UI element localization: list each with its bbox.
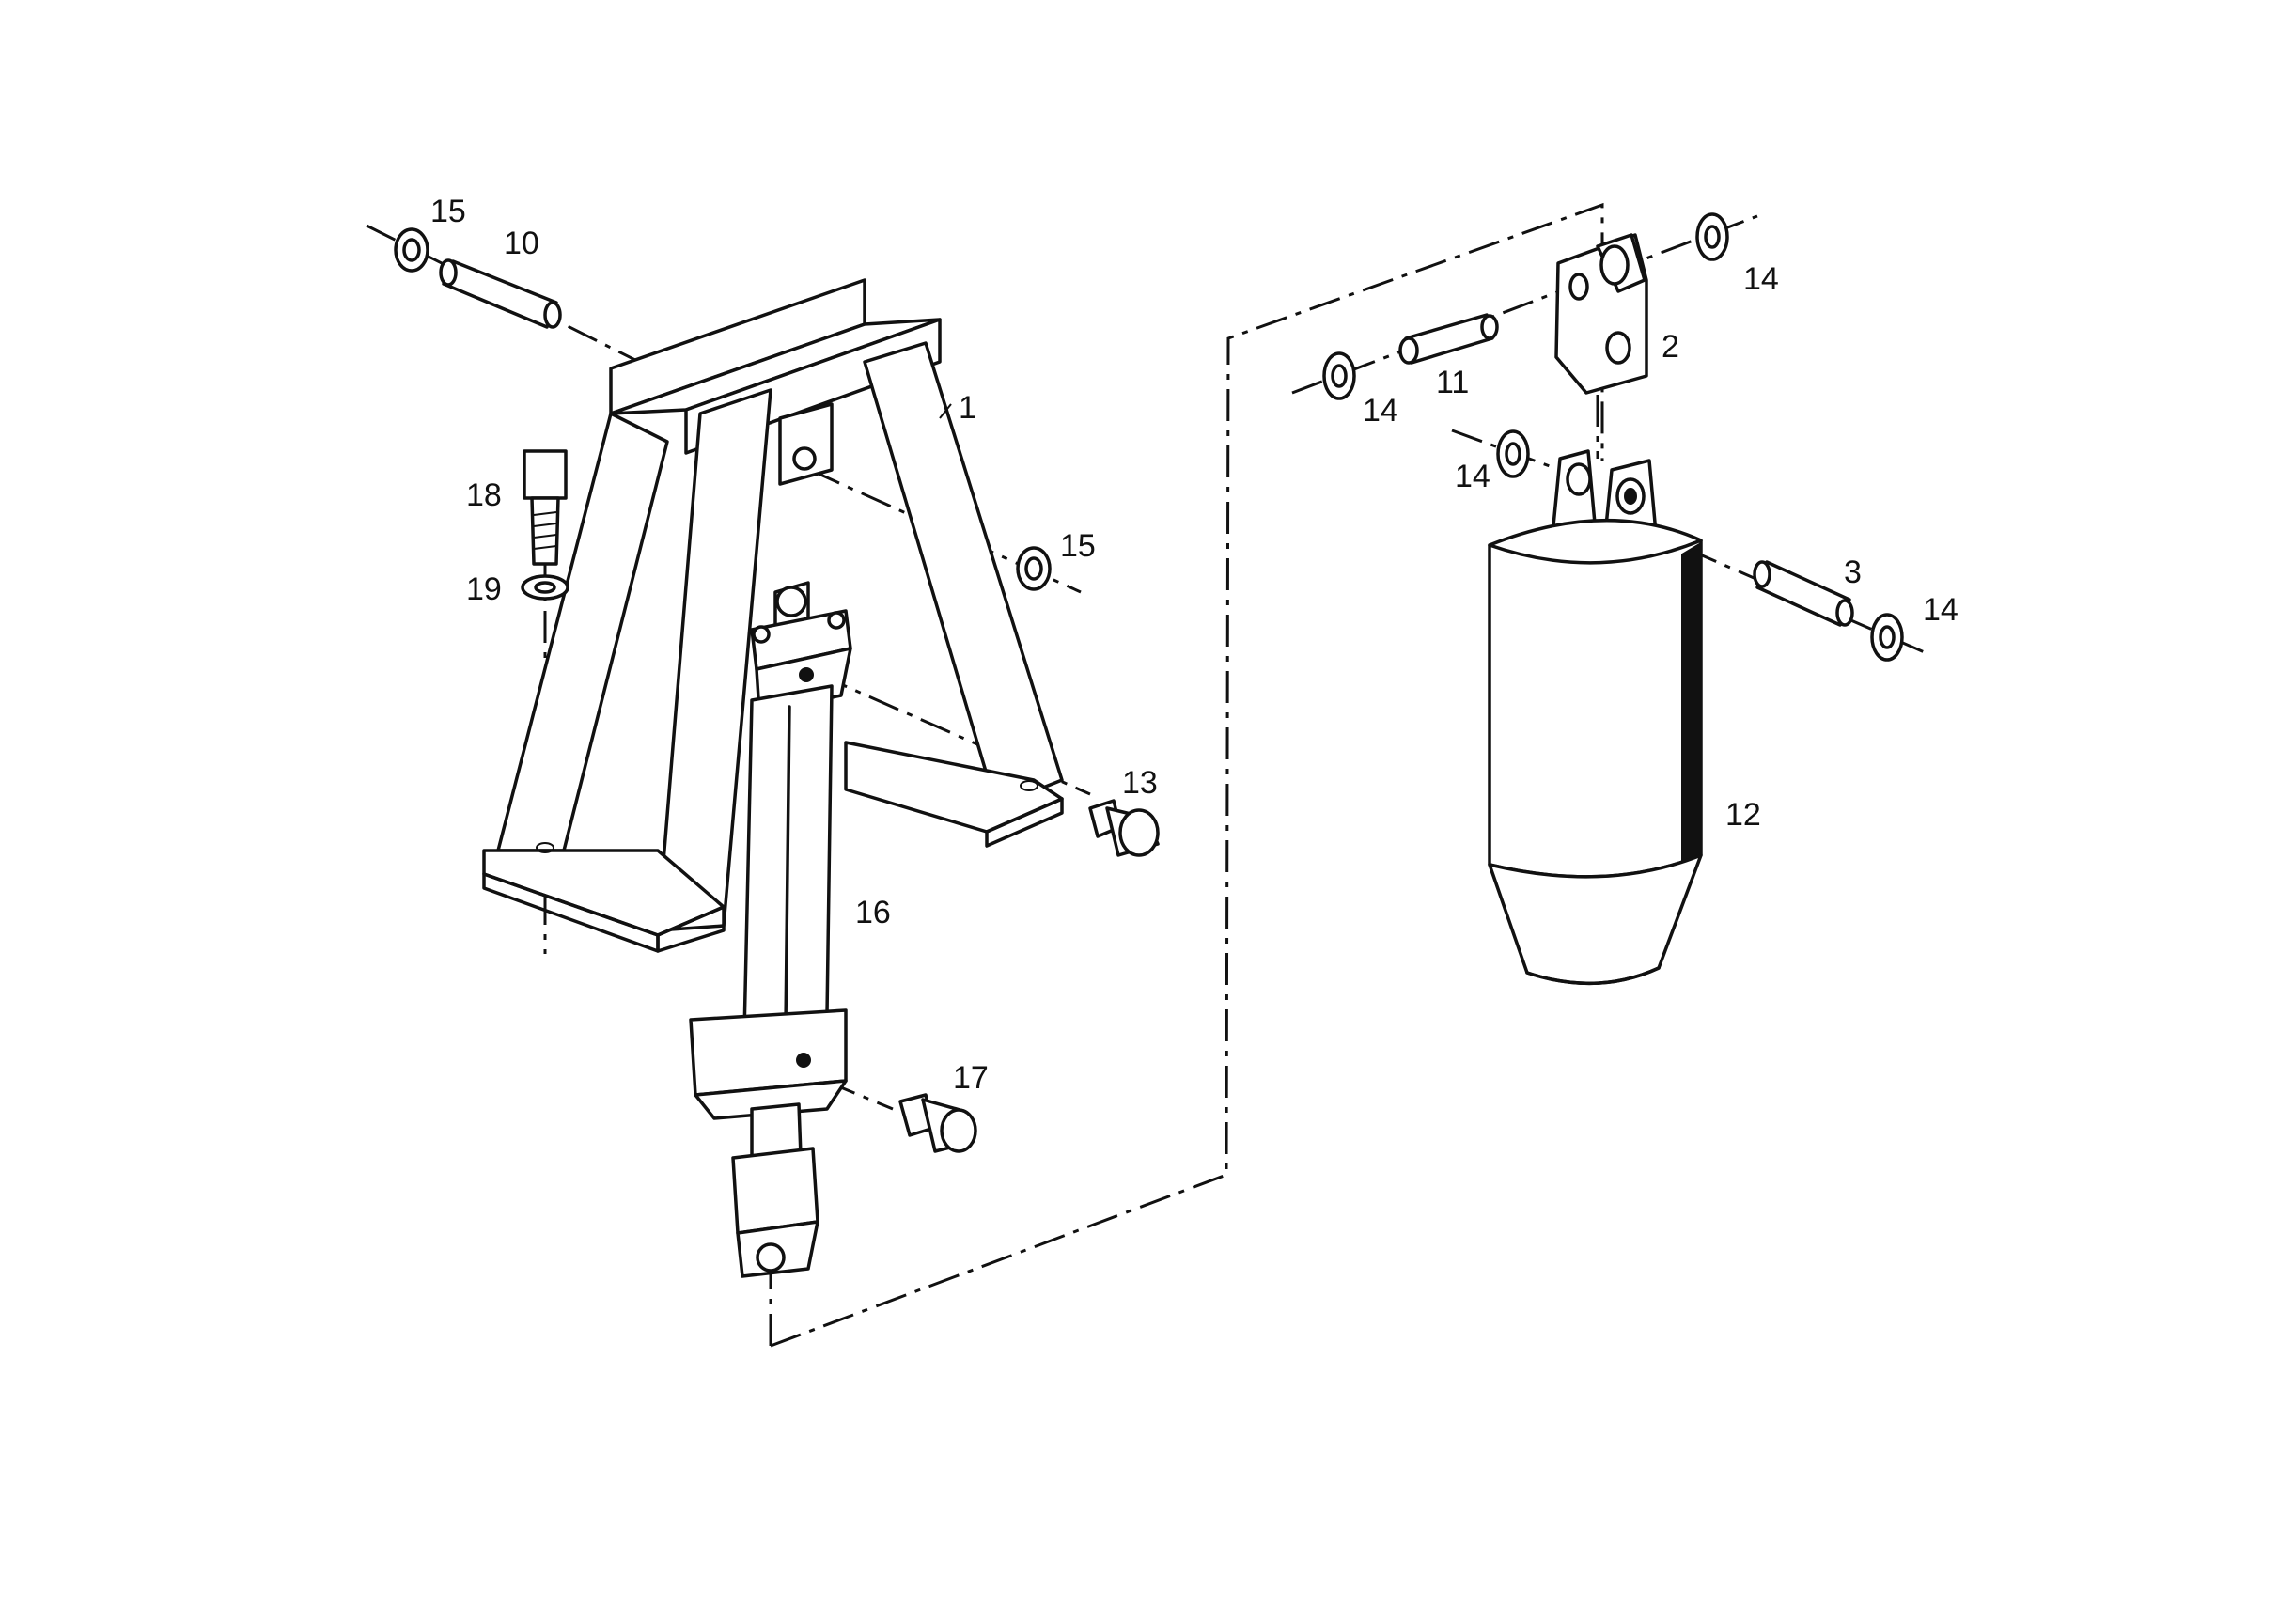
label-part-12: 12 (1725, 797, 1761, 833)
washer-14a (1695, 212, 1729, 261)
washer-14d (1870, 613, 1904, 662)
label-part-14a: 14 (1743, 261, 1779, 297)
washer-19 (521, 574, 570, 601)
stand-frame (482, 278, 1064, 953)
label-part-14d: 14 (1923, 592, 1958, 628)
label-part-16: 16 (855, 895, 891, 930)
label-part-10: 10 (504, 226, 539, 261)
label-part-3: 3 (1844, 554, 1862, 590)
cylinder-assembly (689, 581, 852, 1278)
label-part-15a: 15 (430, 194, 466, 229)
washer-14b (1322, 351, 1356, 400)
label-part-11: 11 (1436, 365, 1469, 400)
label-part-14c: 14 (1455, 459, 1490, 494)
fitting-13 (1088, 799, 1160, 857)
clevis-2 (1554, 233, 1648, 395)
part-labels: 15 10 1 18 19 15 13 16 17 14 2 11 14 14 … (430, 194, 1958, 1096)
pin-11 (1398, 313, 1499, 365)
label-part-19: 19 (466, 571, 502, 607)
counterweight-12 (1488, 449, 1703, 986)
washer-14c (1496, 429, 1530, 478)
leader-lines (939, 403, 952, 419)
label-part-13: 13 (1122, 765, 1158, 801)
washer-15a (394, 227, 429, 273)
label-part-17: 17 (953, 1060, 989, 1096)
bolt-18 (523, 449, 568, 566)
fitting-17 (898, 1093, 977, 1153)
washer-15b (1016, 546, 1052, 591)
label-part-15b: 15 (1060, 528, 1096, 564)
label-part-2: 2 (1662, 329, 1679, 365)
label-part-1: 1 (959, 390, 976, 426)
pin-10 (439, 258, 562, 329)
pin-3 (1753, 560, 1854, 627)
label-part-14b: 14 (1363, 393, 1398, 429)
label-part-18: 18 (466, 477, 502, 513)
